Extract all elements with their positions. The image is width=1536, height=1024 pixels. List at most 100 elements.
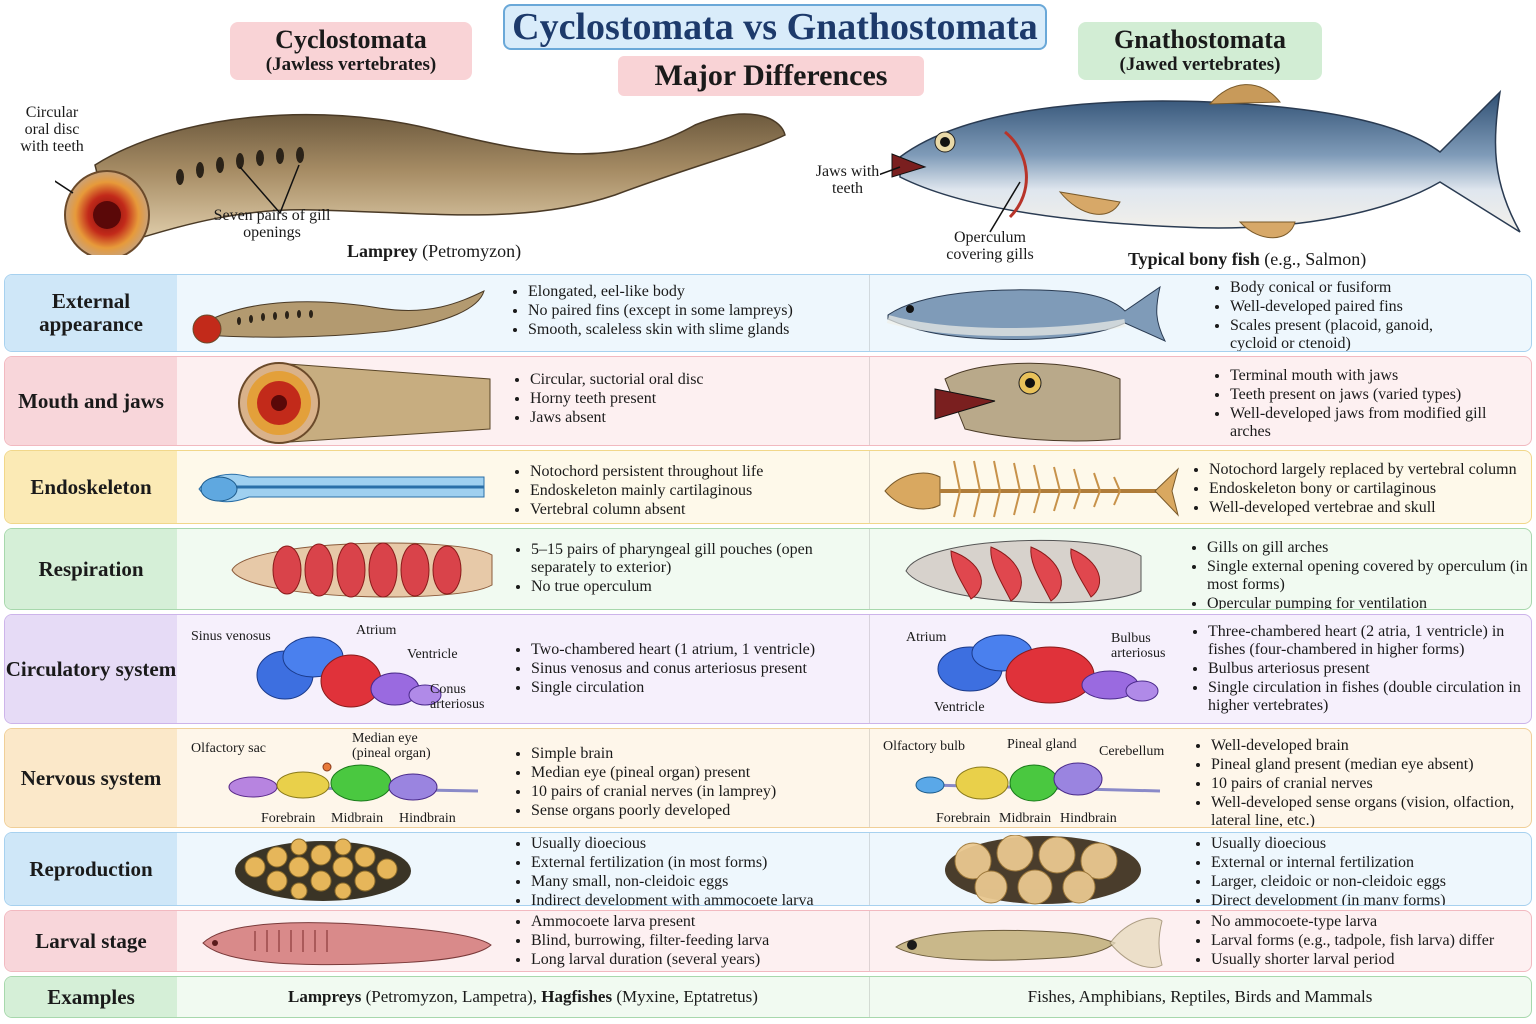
row-mouth-and-jaws: Mouth and jaws Circular, suctorial oral … [4,356,1532,446]
cyclostomata-sub: (Jawless vertebrates) [265,54,437,75]
label-sinus-venosus: Sinus venosus [191,629,271,644]
right-point: Teeth present on jaws (varied types) [1230,386,1530,404]
left-point: Long larval duration (several years) [531,951,769,969]
label-hindbrain: Hindbrain [399,811,456,826]
row-reproduction: Reproduction Usually dioecious External … [4,832,1532,906]
label-conus-arteriosus: Conus arteriosus [430,682,485,712]
right-points: Well-developed brain Pineal gland presen… [1191,737,1531,827]
column-divider [869,729,870,827]
two-chambered-heart-illustration [256,636,442,708]
label-olfactory-bulb: Olfactory bulb [883,739,966,754]
row-head: Endoskeleton [5,451,177,523]
row-head: Examples [5,977,177,1017]
column-divider [869,275,870,351]
right-point: Well-developed paired fins [1230,298,1470,316]
row-head: Mouth and jaws [5,357,177,445]
label-forebrain: Forebrain [936,811,991,826]
column-divider [869,615,870,723]
right-point: 10 pairs of cranial nerves [1211,775,1531,793]
oral-disc-illustration [238,362,491,444]
label-olfactory-sac: Olfactory sac [191,741,267,756]
label-forebrain: Forebrain [261,811,316,826]
right-points: No ammocoete-type larva Larval forms (e.… [1191,913,1494,970]
left-point: Smooth, scaleless skin with slime glands [528,321,793,339]
right-points: Gills on gill arches Single external ope… [1187,539,1531,609]
row-nervous-system: Nervous system Olfactory sac Median eye … [4,728,1532,828]
right-point: Opercular pumping for ventilation [1207,595,1531,609]
label-ventricle: Ventricle [934,700,985,715]
left-point: Two-chambered heart (1 atrium, 1 ventric… [531,641,815,659]
lamprey-small-illustration [192,290,485,344]
left-point: Many small, non-cleidoic eggs [531,873,814,891]
ammocoete-larva-illustration [202,922,492,966]
left-points: Two-chambered heart (1 atrium, 1 ventric… [511,641,815,698]
label-ventricle: Ventricle [407,647,458,662]
salmon-caption-bold: Typical bony fish [1128,249,1260,269]
fish-small-illustration [886,285,1167,343]
left-points: 5–15 pairs of pharyngeal gill pouches (o… [511,541,831,597]
row-head: Larval stage [5,911,177,971]
large-eggs-illustration [945,835,1141,905]
right-point: Usually shorter larval period [1211,951,1494,969]
cyclostomata-examples: Lampreys (Petromyzon, Lampetra), Hagfish… [177,977,869,1017]
page-title: Cyclostomata vs Gnathostomata [503,4,1047,50]
left-point: No paired fins (except in some lampreys) [528,302,793,320]
right-point: Single circulation in fishes (double cir… [1208,679,1531,715]
cyclostomata-name: Cyclostomata [275,25,427,54]
row-head: Circulatory system [5,615,177,723]
row-examples: Examples Lampreys (Petromyzon, Lampetra)… [4,976,1532,1018]
right-point: Single external opening covered by operc… [1207,558,1531,594]
column-divider [869,911,870,971]
gill-pouches-illustration [231,542,493,598]
lamprey-caption-rest: (Petromyzon) [417,241,522,261]
row-circulatory-system: Circulatory system Sinus venosus Atrium … [4,614,1532,724]
fish-skeleton-illustration [884,460,1179,518]
fish-larva-illustration [895,917,1163,968]
row-respiration: Respiration 5–15 pairs of pharyngeal gil… [4,528,1532,610]
row-head: Nervous system [5,729,177,827]
right-point: Bulbus arteriosus present [1208,660,1531,678]
right-point: Larval forms (e.g., tadpole, fish larva)… [1211,932,1494,950]
right-point: Terminal mouth with jaws [1230,367,1530,385]
cyclostomata-header: Cyclostomata (Jawless vertebrates) [230,22,472,80]
right-points: Terminal mouth with jaws Teeth present o… [1210,367,1530,442]
left-point: External fertilization (in most forms) [531,854,814,872]
gnathostomata-examples: Fishes, Amphibians, Reptiles, Birds and … [1027,987,1373,1006]
salmon-caption: Typical bony fish (e.g., Salmon) [1128,249,1366,270]
left-point: Indirect development with ammocoete larv… [531,892,814,905]
right-points: Three-chambered heart (2 atria, 1 ventri… [1188,623,1531,716]
left-point: Horny teeth present [530,390,704,408]
lamprey-brain-illustration [228,762,479,802]
label-jaws: Jaws with teeth [815,163,880,197]
column-divider [869,357,870,445]
gnathostomata-header: Gnathostomata (Jawed vertebrates) [1078,22,1322,80]
right-point: Scales present (placoid, ganoid, cycloid… [1230,317,1470,351]
left-points: Usually dioecious External fertilization… [511,835,814,905]
left-point: Circular, suctorial oral disc [530,371,704,389]
right-point: Larger, cleidoic or non-cleidoic eggs [1211,873,1446,891]
example-hagfishes: Hagfishes [541,987,613,1006]
left-point: Ammocoete larva present [531,913,769,931]
fish-jaw-illustration [934,362,1121,442]
row-larval-stage: Larval stage Ammocoete larva present Bli… [4,910,1532,972]
label-midbrain: Midbrain [999,811,1052,826]
right-point: Well-developed vertebrae and skull [1209,499,1517,517]
row-external-appearance: External appearance Elongated, eel-like … [4,274,1532,352]
left-points: Notochord persistent throughout life End… [510,463,763,520]
left-point: Median eye (pineal organ) present [531,764,776,782]
fish-brain-illustration [915,762,1161,802]
column-divider [869,529,870,609]
left-point: No true operculum [531,578,831,596]
left-point: Sinus venosus and conus arteriosus prese… [531,660,815,678]
left-point: Sense organs poorly developed [531,802,776,820]
column-divider [869,833,870,905]
right-points: Notochord largely replaced by vertebral … [1189,461,1517,518]
lamprey-caption-bold: Lamprey [347,241,418,261]
left-point: Elongated, eel-like body [528,283,793,301]
label-bulbus-arteriosus: Bulbus arteriosus [1111,631,1166,661]
left-point: 10 pairs of cranial nerves (in lamprey) [531,783,776,801]
example-lampreys: Lampreys [288,987,362,1006]
left-point: Blind, burrowing, filter-feeding larva [531,932,769,950]
right-points: Usually dioecious External or internal f… [1191,835,1446,905]
right-point: Body conical or fusiform [1230,279,1470,297]
